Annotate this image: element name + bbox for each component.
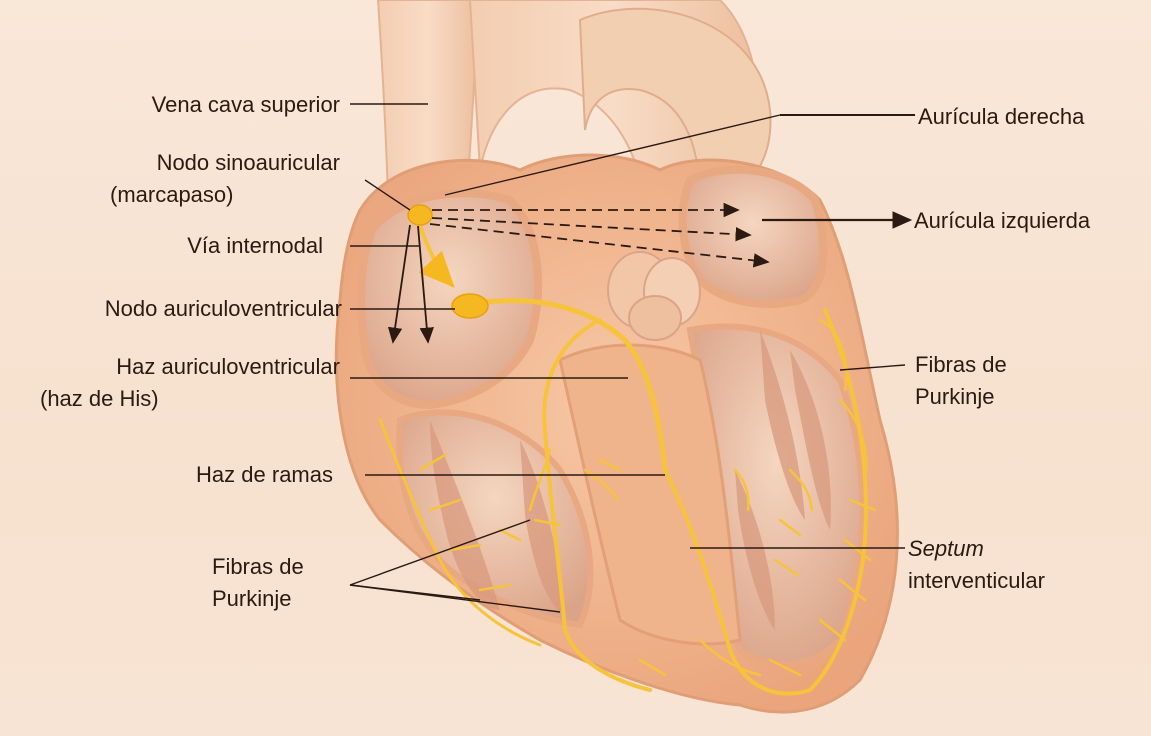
label-nodo-sinoauricular-line1: Nodo sinoauricular [80,150,340,176]
label-haz-de-his: (haz de His) [40,386,159,412]
label-fibras-purkinje-right-line2: Purkinje [915,384,1007,410]
label-nodo-sinoauricular: Nodo sinoauricular [80,150,340,176]
label-fibras-purkinje-left: Fibras de Purkinje [212,554,304,612]
label-septum-line1: Septum [908,536,1045,562]
left-atrium-chamber [683,170,824,304]
label-nodo-auriculoventricular: Nodo auriculoventricular [10,296,342,322]
label-fibras-purkinje-right-line1: Fibras de [915,352,1007,378]
sa-node [408,205,432,225]
label-haz-de-ramas: Haz de ramas [80,462,333,488]
av-node [452,294,488,318]
label-marcapaso: (marcapaso) [110,182,233,208]
label-via-internodal: Vía internodal [80,233,323,259]
label-fibras-purkinje-left-line2: Purkinje [212,586,304,612]
label-haz-auriculoventricular: Haz auriculoventricular [30,354,340,380]
label-fibras-purkinje-left-line1: Fibras de [212,554,304,580]
label-fibras-purkinje-right: Fibras de Purkinje [915,352,1007,410]
label-septum: Septum interventicular [908,536,1045,594]
label-vena-cava-superior: Vena cava superior [80,92,340,118]
label-auricula-izquierda: Aurícula izquierda [914,208,1090,234]
label-septum-line2: interventicular [908,568,1045,594]
label-auricula-derecha: Aurícula derecha [918,104,1084,130]
